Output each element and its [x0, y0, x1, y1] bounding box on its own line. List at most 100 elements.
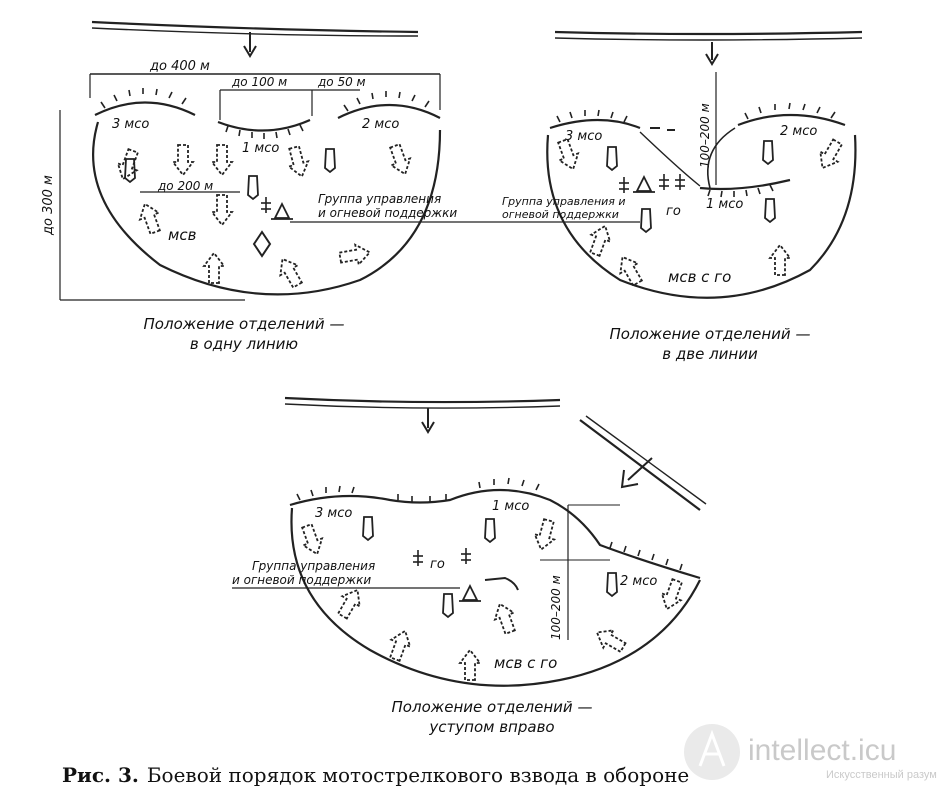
vehicle-icon [362, 516, 374, 541]
direction-arrow [243, 32, 257, 58]
platoon-label: мсв с го [668, 268, 731, 286]
arrow-icon [384, 141, 416, 179]
dim-depth-label: 100–200 м [549, 575, 563, 640]
trench-squad1 [699, 178, 791, 191]
platoon-label: мсв с го [494, 654, 557, 672]
arrow-icon [591, 622, 629, 658]
arrow-icon [612, 251, 648, 289]
group-label-line1: Группа управления [318, 192, 441, 206]
arrow-icon [211, 194, 233, 226]
trench-squad3 [94, 101, 196, 116]
post-icon [260, 196, 272, 214]
watermark-site: intellect.icu [748, 734, 896, 767]
figure-caption-text: Боевой порядок мотострелкового взвода в … [147, 763, 689, 787]
diagram-echelon-right: 100–200 м 3 мсо 1 мсо 2 мсо го мсв с го … [232, 396, 707, 687]
command-post-icon [632, 176, 656, 193]
vehicle-icon [606, 572, 618, 597]
frontline-bar [91, 20, 419, 34]
diagram-two-lines: 100–200 м 3 мсо 2 мсо 1 мсо го мсв с го … [500, 30, 863, 299]
caption-one-line-2: в одну линию [190, 335, 298, 353]
arrow-icon [812, 136, 848, 174]
caption-echelon-1: Положение отделений — [392, 698, 593, 716]
dim-width-label: до 400 м [149, 59, 210, 74]
arrow-icon [203, 252, 225, 284]
vehicle-icon [764, 198, 776, 223]
arrow-icon [584, 221, 616, 259]
post-icon [618, 176, 630, 194]
diamond-icon [253, 231, 271, 257]
arrow-icon [172, 144, 194, 176]
arrow-icon [530, 517, 560, 553]
dim-inner-label: до 200 м [157, 179, 213, 193]
vehicle-icon [124, 158, 136, 183]
arrow-icon [272, 253, 308, 291]
arrow-icon [459, 649, 481, 681]
go-label: го [666, 204, 681, 219]
arrow-icon [211, 144, 233, 176]
flank-bar [579, 419, 701, 511]
flank-arrow [620, 457, 653, 489]
vehicle-icon [640, 208, 652, 233]
platoon-label: мсв [168, 226, 197, 244]
squad2-label: 2 мсо [780, 124, 817, 139]
direction-arrow [705, 42, 719, 66]
trench-squad2 [337, 104, 441, 119]
vehicle-icon [247, 175, 259, 200]
squad1-label: 1 мсо [706, 197, 743, 212]
platoon-boundary [290, 507, 701, 687]
direction-arrow [421, 408, 435, 434]
squad3-label: 3 мсо [315, 506, 352, 521]
command-post-icon [270, 203, 294, 220]
caption-echelon-2: уступом вправо [428, 718, 554, 736]
arrow-icon [769, 244, 791, 276]
figure-caption-label: Рис. 3. [62, 763, 139, 787]
group-label-line2: огневой поддержки [502, 208, 619, 221]
vehicle-icon [442, 593, 454, 618]
arrow-icon [134, 199, 166, 237]
post-icon [460, 547, 472, 565]
arrow-icon [296, 521, 328, 559]
dim-depth-label: до 300 м [41, 175, 56, 236]
post-icon [674, 173, 686, 191]
group-label-line1: Группа управления [252, 559, 375, 573]
squad3-label: 3 мсо [112, 117, 149, 132]
post-icon [658, 173, 670, 191]
go-label: го [430, 557, 445, 572]
frontline-bar [554, 30, 863, 36]
squad2-label: 2 мсо [362, 117, 399, 132]
squad2-label: 2 мсо [620, 574, 657, 589]
frontline-bar [284, 396, 561, 404]
group-label-line1: Группа управления и [502, 195, 626, 208]
squad1-label: 1 мсо [242, 141, 279, 156]
command-post-icon [458, 585, 482, 602]
caption-two-lines-2: в две линии [662, 345, 758, 363]
group-label-line2: и огневой поддержки [318, 206, 457, 220]
post-icon [412, 549, 424, 567]
vehicle-icon [484, 518, 496, 543]
trench-squad2 [737, 113, 846, 127]
trench-front [289, 488, 701, 580]
arrow-icon [332, 584, 368, 622]
figure-caption: Рис. 3. Боевой порядок мотострелкового вз… [62, 763, 689, 787]
diagram-one-line: до 400 м до 100 м до 50 м до 300 м 3 мсо… [41, 20, 500, 301]
dim-depth-label: 100–200 м [698, 103, 712, 168]
caption-two-lines-1: Положение отделений — [610, 325, 811, 343]
group-label-line2: и огневой поддержки [232, 573, 371, 587]
arrow-icon [112, 146, 144, 184]
platoon-boundary [92, 121, 442, 296]
dim-gap2-label: до 50 м [317, 75, 366, 89]
vehicle-icon [762, 140, 774, 165]
arrow-icon [384, 626, 416, 664]
vehicle-icon [606, 146, 618, 171]
arrow-icon [489, 599, 521, 637]
watermark-tagline: Искусственный разум [826, 769, 937, 781]
arrow-icon [283, 144, 313, 180]
trench-squad1 [217, 118, 311, 132]
squad1-label: 1 мсо [492, 499, 529, 514]
dim-gap1-label: до 100 м [231, 75, 287, 89]
squad3-label: 3 мсо [565, 129, 602, 144]
watermark: intellect.icu Искусственный разум [684, 724, 937, 781]
vehicle-icon [324, 148, 336, 173]
trench-squad3 [549, 118, 641, 130]
